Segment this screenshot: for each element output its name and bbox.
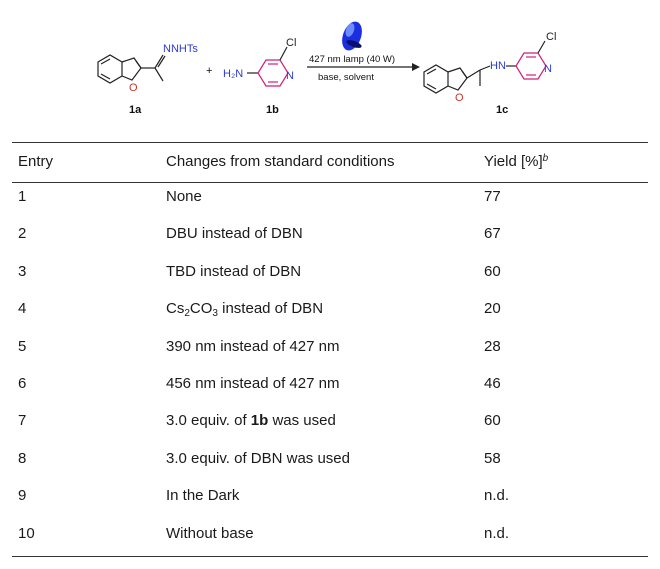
arrow-head — [412, 63, 420, 71]
yield-footnote-marker: b — [542, 153, 549, 164]
reaction-scheme: O NNHTs 1a + H₂N Cl N 1b 427 nm lamp (40… — [97, 21, 556, 116]
table-row: 4 Cs2CO3 instead of DBN 20 — [12, 291, 648, 328]
changes-cell: Without base — [166, 525, 254, 542]
compound-1a-label: 1a — [129, 104, 142, 116]
header-yield: Yield [%]b — [484, 153, 548, 170]
yield-cell: 77 — [484, 188, 501, 205]
header-changes: Changes from standard conditions — [166, 153, 395, 170]
was-used-text: was used — [268, 412, 336, 429]
yield-cell: n.d. — [484, 525, 510, 542]
chloro-label-1b: Cl — [286, 37, 296, 49]
changes-cell: 390 nm instead of 427 nm — [166, 338, 340, 355]
entry-cell: 1 — [18, 188, 27, 205]
entry-cell: 3 — [18, 263, 27, 280]
yield-cell: 60 — [484, 412, 501, 429]
entry-cell: 5 — [18, 338, 27, 355]
table-header-rule — [12, 182, 648, 183]
table-bottom-rule — [12, 556, 648, 557]
cs-text: Cs — [166, 300, 185, 317]
changes-cell: 456 nm instead of 427 nm — [166, 375, 340, 392]
changes-cell: DBU instead of DBN — [166, 225, 303, 242]
table-header-row: Entry Changes from standard conditions Y… — [12, 144, 648, 181]
entry-cell: 8 — [18, 450, 27, 467]
header-yield-text: Yield [%] — [484, 153, 543, 170]
pyridine-n-label-1c: N — [544, 63, 552, 75]
entry-cell: 10 — [18, 525, 35, 542]
compound-1b-label: 1b — [266, 104, 279, 116]
subscript-3: 3 — [212, 308, 218, 319]
product-nh-label: HN — [490, 60, 506, 72]
table-row: 9 In the Dark n.d. — [12, 478, 648, 515]
compound-1a-structure: O NNHTs — [97, 43, 198, 94]
equiv-text: 3.0 equiv. of — [166, 412, 251, 429]
entry-cell: 6 — [18, 375, 27, 392]
changes-cell: 3.0 equiv. of DBN was used — [166, 450, 350, 467]
yield-cell: 58 — [484, 450, 501, 467]
furan-oxygen-label: O — [129, 82, 138, 94]
yield-cell: 46 — [484, 375, 501, 392]
table-row: 1 None 77 — [12, 179, 648, 216]
yield-cell: 67 — [484, 225, 501, 242]
plus-sign: + — [206, 65, 212, 77]
yield-cell: n.d. — [484, 487, 510, 504]
changes-cell: None — [166, 188, 202, 205]
changes-cell: TBD instead of DBN — [166, 263, 302, 280]
entry-cell: 2 — [18, 225, 27, 242]
table-row: 2 DBU instead of DBN 67 — [12, 216, 648, 253]
table-top-rule — [12, 142, 648, 143]
table-row: 6 456 nm instead of 427 nm 46 — [12, 366, 648, 403]
header-entry: Entry — [18, 153, 54, 170]
product-1c-label: 1c — [496, 104, 508, 116]
co-text: CO — [189, 300, 213, 317]
changes-cell: Cs2CO3 instead of DBN — [166, 300, 323, 319]
condition-lamp-text: 427 nm lamp (40 W) — [309, 54, 395, 65]
compound-1b-structure: H₂N Cl N — [223, 37, 296, 87]
hydrazone-label: NNHTs — [163, 43, 198, 55]
yield-cell: 28 — [484, 338, 501, 355]
table-row: 5 390 nm instead of 427 nm 28 — [12, 329, 648, 366]
changes-cell: 3.0 equiv. of 1b was used — [166, 412, 336, 429]
instead-text: instead of DBN — [217, 300, 324, 317]
changes-cell: In the Dark — [166, 487, 240, 504]
table-row: 10 Without base n.d. — [12, 516, 648, 553]
compound-1b-ref: 1b — [250, 412, 269, 429]
pyridine-n-label-1b: N — [286, 70, 294, 82]
amine-label: H₂N — [223, 68, 243, 80]
product-oxygen-label: O — [455, 92, 464, 104]
entry-cell: 7 — [18, 412, 27, 429]
yield-cell: 20 — [484, 300, 501, 317]
yield-cell: 60 — [484, 263, 501, 280]
table-row: 8 3.0 equiv. of DBN was used 58 — [12, 441, 648, 478]
table-row: 3 TBD instead of DBN 60 — [12, 254, 648, 291]
entry-cell: 4 — [18, 300, 27, 317]
chloro-label-1c: Cl — [546, 31, 556, 43]
product-1c-structure: O HN Cl N — [423, 31, 556, 104]
condition-base-text: base, solvent — [318, 72, 374, 83]
entry-cell: 9 — [18, 487, 27, 504]
subscript-2: 2 — [184, 308, 190, 319]
blue-lamp-icon — [342, 21, 362, 51]
table-row: 7 3.0 equiv. of 1b was used 60 — [12, 403, 648, 440]
